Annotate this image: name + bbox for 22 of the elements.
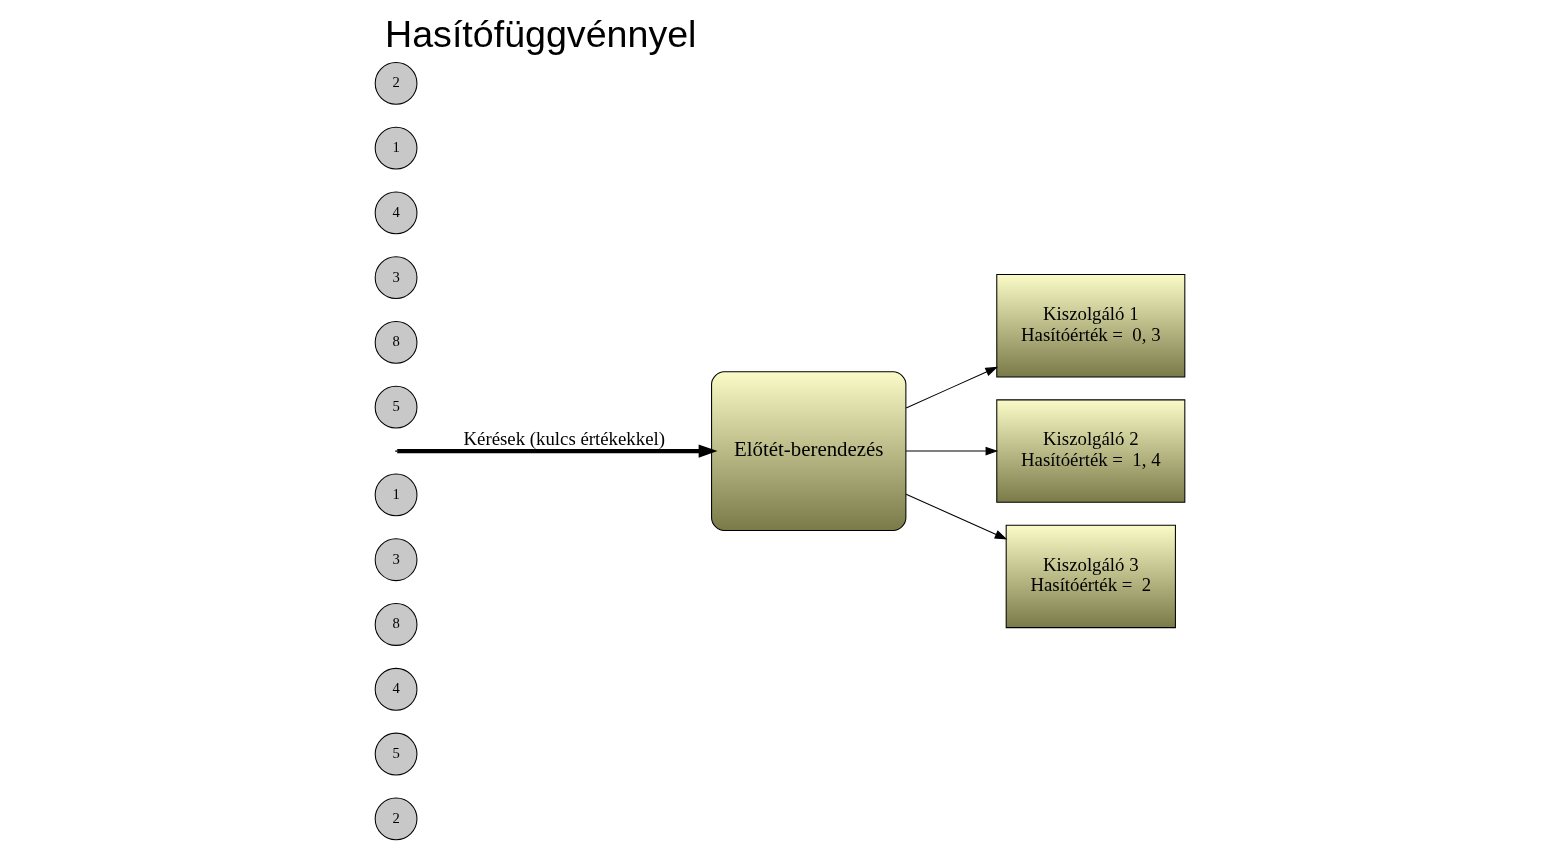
arrow [905, 493, 1008, 540]
node-circle: 4 [374, 667, 418, 711]
node-box: Kiszolgáló 3 Hasítóérték = 2 [1005, 524, 1176, 629]
node-circle: 2 [374, 61, 418, 105]
arrow [905, 446, 999, 456]
arrow [905, 366, 998, 409]
node-box: Kiszolgáló 1 Hasítóérték = 0, 3 [996, 274, 1186, 378]
node-box: Kiszolgáló 2 Hasítóérték = 1, 4 [996, 399, 1186, 503]
node-circle: 5 [374, 732, 418, 776]
node-circle: 8 [374, 603, 418, 646]
edge-label: Kérések (kulcs értékekkel) [463, 428, 665, 450]
arrow [397, 444, 718, 458]
node-circle: 3 [374, 538, 418, 582]
node-circle: 1 [374, 126, 418, 170]
node-circle: 4 [374, 191, 418, 235]
node-circle: 1 [374, 473, 418, 517]
node-box: Előtét-berendezés [711, 371, 907, 531]
node-circle: 5 [374, 385, 418, 429]
diagram-title: Hasítófüggvénnyel [385, 12, 697, 55]
node-circle: 2 [374, 797, 418, 841]
node-circle: 3 [374, 256, 418, 300]
node-circle: 8 [374, 321, 418, 364]
